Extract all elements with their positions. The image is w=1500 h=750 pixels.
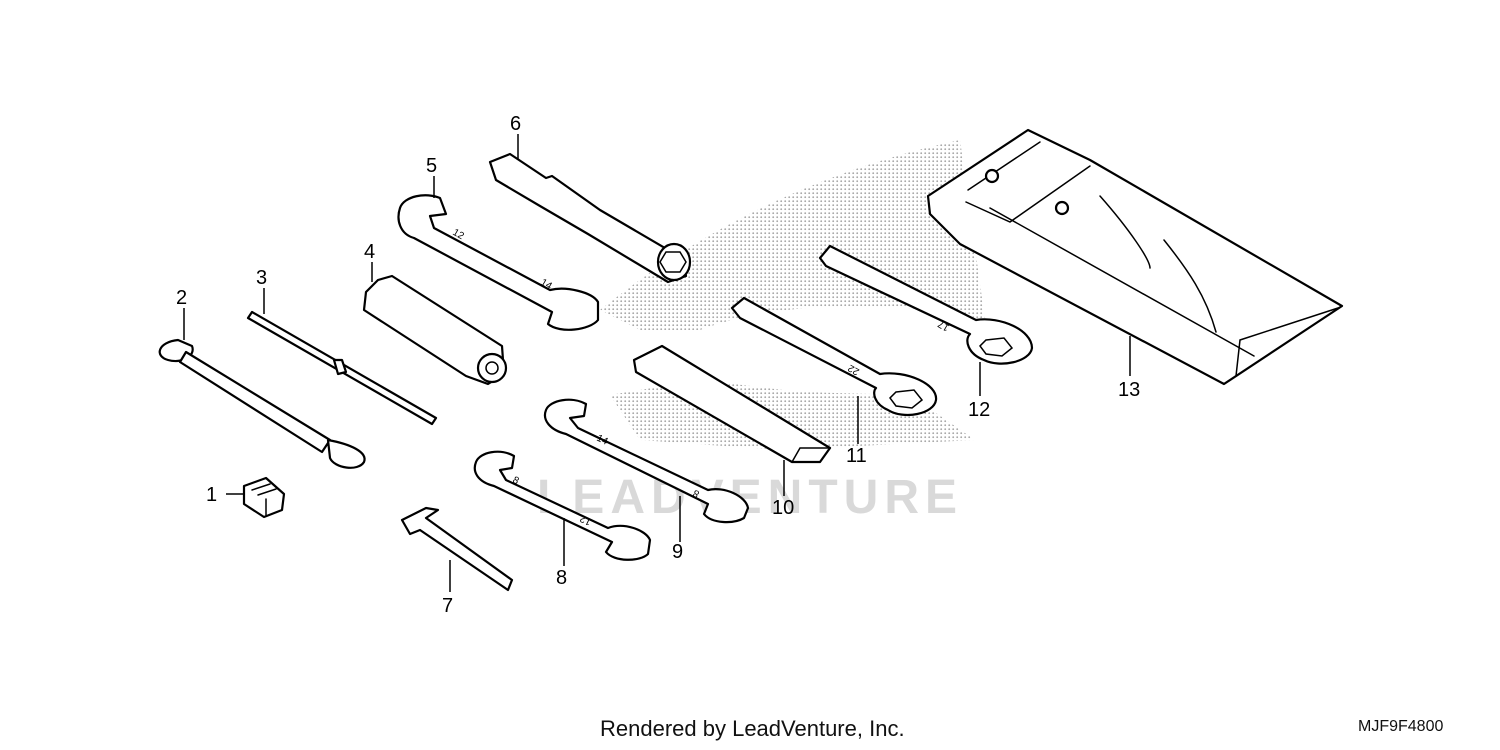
part-4-handle [362,274,508,386]
part-9-wrench: 14 8 [543,398,750,524]
callout-10: 10 [772,497,794,519]
callout-5: 5 [426,155,437,177]
wrench-12-size: 17 [936,318,952,333]
part-8-wrench: 8 12 [473,450,652,561]
part-6-socket-wrench [488,152,692,284]
wrench-11-size: 22 [846,362,862,377]
callout-7: 7 [442,595,453,617]
callout-11: 11 [846,445,867,467]
callout-8: 8 [556,567,567,589]
diagram-code: MJF9F4800 [1358,718,1444,735]
callout-12: 12 [968,399,990,421]
callout-9: 9 [672,541,683,563]
part-3-screwdriver [246,310,438,426]
part-7-hex-key [400,506,514,592]
leader-lines [183,134,1131,592]
wrench-5-size-a: 12 [451,227,467,242]
wrench-5-size-b: 14 [539,277,555,292]
callout-6: 6 [510,113,521,135]
wrench-9-size-a: 14 [595,433,610,448]
part-12-ring-wrench: 17 [818,244,1034,365]
callout-1: 1 [206,484,217,506]
footer-credit: Rendered by LeadVenture, Inc. [600,716,905,741]
wrench-8-size-b: 12 [578,512,593,527]
callout-13: 13 [1118,379,1140,401]
part-2-cable [158,338,366,469]
callout-4: 4 [364,241,375,263]
part-10-extension-bar [632,344,832,464]
part-1-clip [242,476,286,519]
watermark-text: LEADVENTURE [537,471,963,524]
callouts: 1 2 3 4 5 6 7 8 9 10 11 12 13 [176,113,1140,617]
wrench-8-size-a: 8 [511,475,521,488]
callout-3: 3 [256,267,267,289]
wrench-9-size-b: 8 [691,487,701,500]
callout-2: 2 [176,287,187,309]
part-11-ring-wrench: 22 [730,296,938,417]
part-13-tool-bag [926,128,1344,386]
